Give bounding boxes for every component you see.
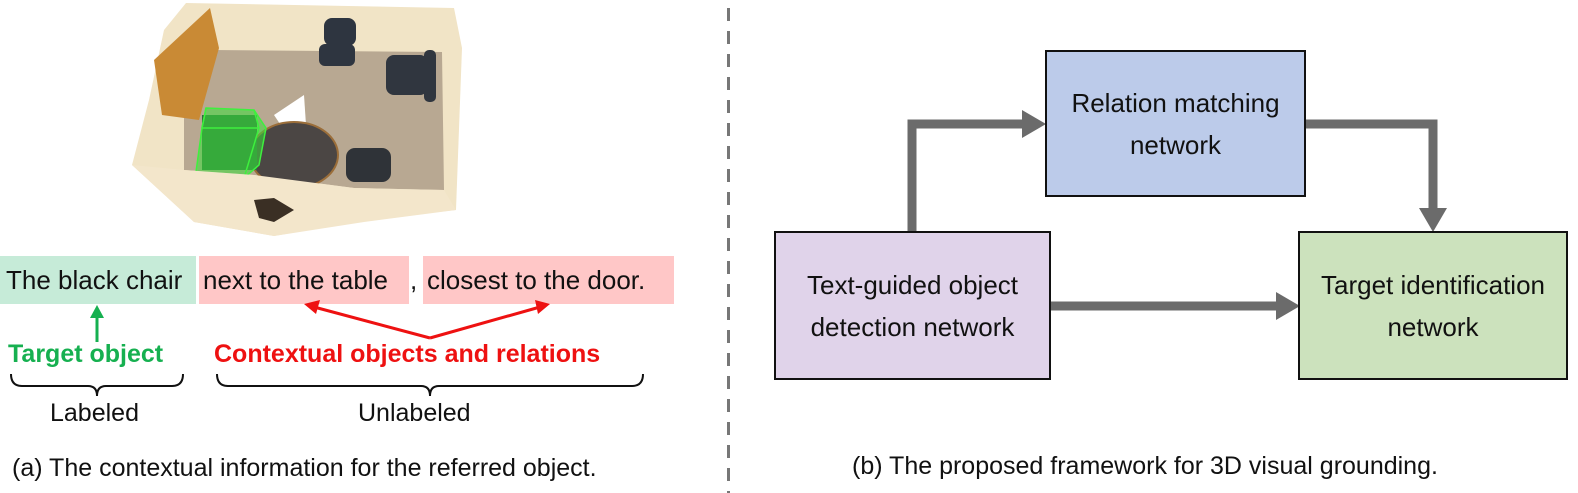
unlabeled-brace-icon xyxy=(216,373,644,397)
context-phrase-1-highlight: next to the table xyxy=(199,256,409,304)
target-identification-node: Target identification network xyxy=(1298,231,1568,380)
contextual-objects-label: Contextual objects and relations xyxy=(214,340,601,368)
target-identification-label: Target identification network xyxy=(1320,269,1546,342)
caption-b: (b) The proposed framework for 3D visual… xyxy=(852,452,1438,480)
context-arrow-2-icon xyxy=(429,305,541,340)
target-arrowhead-icon xyxy=(90,305,104,318)
room-wall-front xyxy=(132,165,456,236)
target-object-label: Target object xyxy=(8,340,164,368)
unlabeled-text: Unlabeled xyxy=(358,399,471,427)
chair-icon xyxy=(319,18,356,66)
relation-matching-label: Relation matching network xyxy=(1071,87,1280,160)
text-guided-detection-label: Text-guided object detection network xyxy=(806,269,1019,342)
caption-a: (a) The contextual information for the r… xyxy=(12,454,597,482)
arrowhead-target-top-icon xyxy=(1419,208,1447,232)
arrow-detection-to-relation xyxy=(907,119,1022,231)
chair-icon xyxy=(386,50,436,102)
labeled-brace-icon xyxy=(10,373,184,397)
chair-icon xyxy=(346,148,391,182)
arrowhead-target-left-icon xyxy=(1276,292,1300,320)
panel-divider xyxy=(727,8,730,493)
context-arrow-1-icon xyxy=(313,305,431,340)
sentence-comma: , xyxy=(410,265,418,295)
context-phrase-2-highlight: closest to the door. xyxy=(423,256,674,304)
target-phrase-highlight: The black chair xyxy=(0,256,196,304)
text-guided-detection-node: Text-guided object detection network xyxy=(774,231,1051,380)
room-wall-gap xyxy=(254,198,294,222)
room-cabinet xyxy=(154,8,219,120)
arrow-relation-to-target xyxy=(1305,119,1438,210)
relation-matching-node: Relation matching network xyxy=(1045,50,1306,197)
arrowhead-relation-icon xyxy=(1022,110,1046,138)
room-scan-image xyxy=(132,3,462,236)
target-bounding-box xyxy=(195,107,267,179)
labeled-text: Labeled xyxy=(50,399,139,427)
